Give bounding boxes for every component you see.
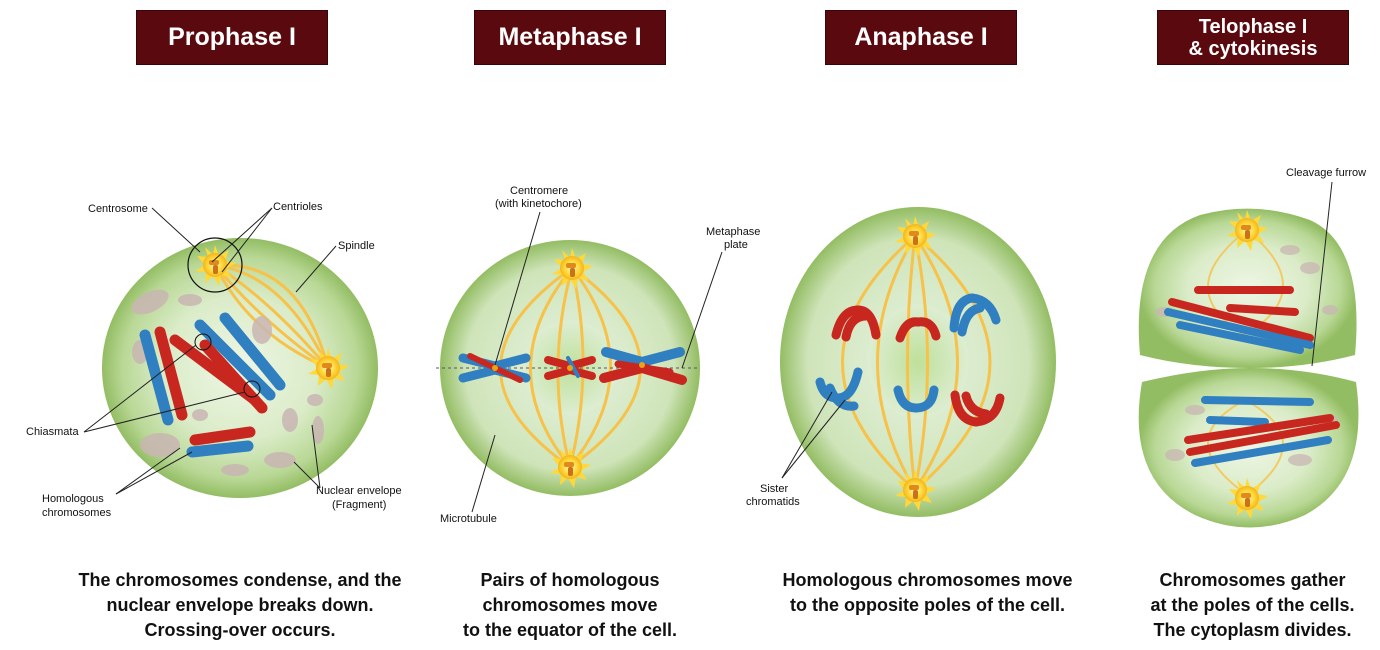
prophase-cell — [102, 237, 378, 498]
anaphase-cell — [780, 207, 1056, 517]
caption-prophase: The chromosomes condense, and the nuclea… — [40, 568, 440, 643]
phase-title: Metaphase I — [498, 23, 642, 51]
label-cleavage-furrow: Cleavage furrow — [1286, 167, 1366, 179]
caption-line: at the poles of the cells. — [1150, 595, 1355, 615]
label-nuclear-envelope-line-1: Nuclear envelope — [316, 485, 402, 497]
caption-line: Crossing-over occurs. — [144, 620, 336, 640]
label-microtubule: Microtubule — [440, 513, 497, 525]
label-nuclear-envelope-line-2: (Fragment) — [332, 499, 386, 511]
metaphase-cell — [436, 240, 700, 496]
telophase-cell — [1138, 208, 1359, 528]
phase-header-anaphase: Anaphase I — [825, 10, 1017, 65]
caption-line: to the equator of the cell. — [462, 620, 677, 640]
caption-line: Chromosomes gather — [1159, 570, 1346, 590]
label-spindle: Spindle — [338, 240, 375, 252]
phase-header-telophase: Telophase I & cytokinesis — [1157, 10, 1349, 65]
phase-header-prophase: Prophase I — [136, 10, 328, 65]
label-sister-line-1: Sister — [760, 483, 788, 495]
caption-line: nuclear envelope breaks down. — [106, 595, 374, 615]
caption-line: Homologous chromosomes move — [782, 570, 1073, 590]
caption-anaphase: Homologous chromosomes move to the oppos… — [750, 568, 1105, 618]
caption-telophase: Chromosomes gather at the poles of the c… — [1125, 568, 1380, 643]
label-metaphase-plate-line-2: plate — [724, 239, 748, 251]
label-chiasmata: Chiasmata — [26, 426, 79, 438]
label-sister-line-2: chromatids — [746, 496, 800, 508]
caption-line: to the opposite poles of the cell. — [789, 595, 1066, 615]
phase-title: Anaphase I — [854, 23, 988, 51]
label-homologous-line-2: chromosomes — [42, 507, 112, 519]
phase-title-line-1: Telophase I — [1198, 15, 1308, 38]
phase-title-line-2: & cytokinesis — [1188, 37, 1318, 60]
caption-line: chromosomes move — [482, 595, 658, 615]
phase-title: Prophase I — [168, 23, 296, 51]
label-centrioles: Centrioles — [273, 201, 323, 213]
label-metaphase-plate-line-1: Metaphase — [706, 226, 760, 238]
label-centrosome: Centrosome — [88, 203, 148, 215]
phase-header-metaphase: Metaphase I — [474, 10, 666, 65]
label-homologous-line-1: Homologous — [42, 493, 104, 505]
label-centromere-line-2: (with kinetochore) — [495, 198, 582, 210]
caption-line: The chromosomes condense, and the — [78, 570, 402, 590]
caption-metaphase: Pairs of homologous chromosomes move to … — [420, 568, 720, 643]
caption-line: The cytoplasm divides. — [1153, 620, 1352, 640]
caption-line: Pairs of homologous — [480, 570, 660, 590]
label-centromere-line-1: Centromere — [510, 185, 568, 197]
